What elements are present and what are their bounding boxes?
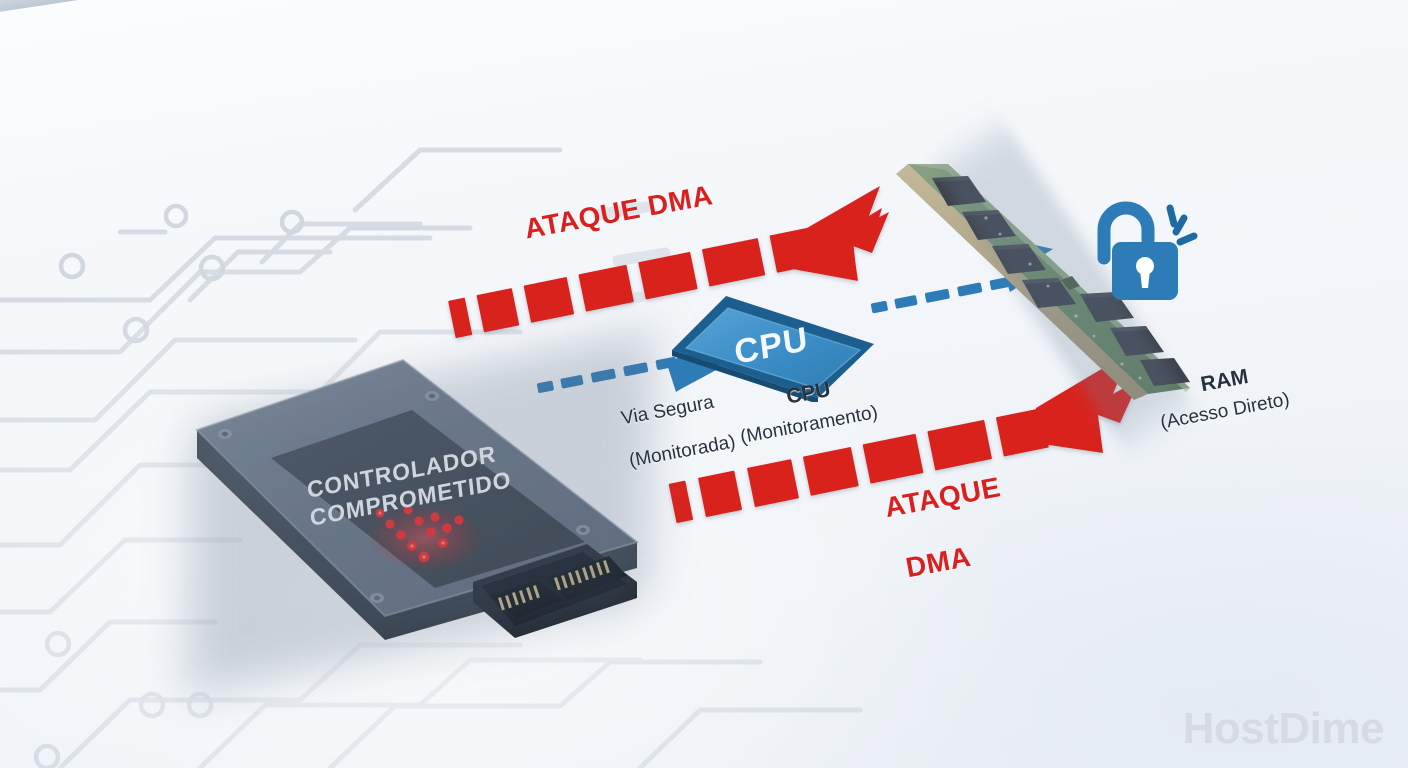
unlocked-padlock-icon <box>1097 201 1198 300</box>
cpu-chip: CPU <box>666 292 881 404</box>
unlocked-padlock <box>1088 190 1203 315</box>
ssd-drive: CONTROLADOR COMPROMETIDO <box>185 328 655 696</box>
cpu-chip-icon: CPU <box>672 296 874 404</box>
ssd-drive-icon: CONTROLADOR COMPROMETIDO <box>195 358 640 640</box>
ram-module <box>890 124 1250 446</box>
ram-module-icon <box>896 164 1190 400</box>
